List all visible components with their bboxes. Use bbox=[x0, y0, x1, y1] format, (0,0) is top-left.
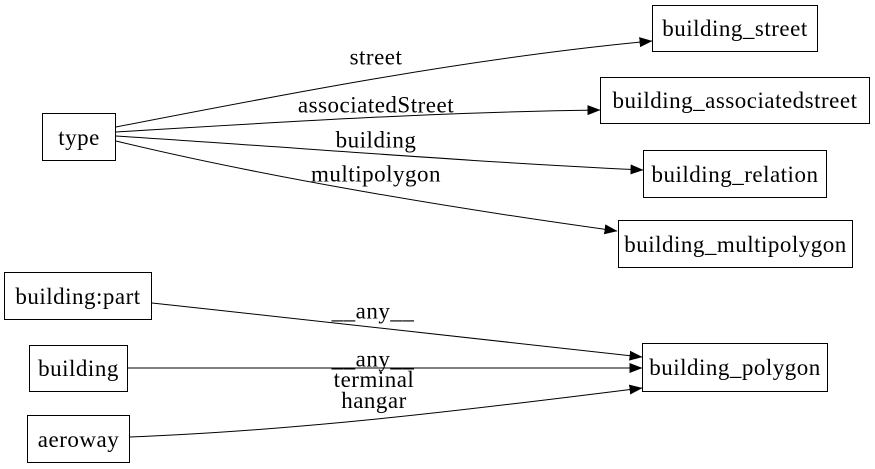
edge-label-any-1: __any__ bbox=[331, 298, 415, 324]
node-aeroway: aeroway bbox=[27, 415, 130, 463]
edge-type-building-street bbox=[115, 37, 653, 128]
edge-building-part-building-polygon bbox=[151, 302, 643, 361]
edge-type-building-multipolygon bbox=[115, 140, 618, 235]
node-building-part: building:part bbox=[4, 272, 152, 320]
node-building-multipolygon: building_multipolygon bbox=[618, 220, 853, 268]
node-aeroway-label: aeroway bbox=[37, 426, 120, 452]
node-type: type bbox=[42, 113, 116, 161]
node-building-associatedstreet-label: building_associatedstreet bbox=[612, 88, 858, 113]
edge-label-any-2: __any__ bbox=[331, 346, 415, 372]
node-building: building bbox=[29, 345, 128, 392]
edge-aeroway-building-polygon bbox=[129, 384, 643, 438]
node-building-part-label: building:part bbox=[15, 283, 141, 309]
edge-label-terminal-hangar: terminal hangar bbox=[333, 367, 415, 413]
node-building-label: building bbox=[38, 356, 119, 381]
node-building-street: building_street bbox=[652, 5, 818, 52]
node-type-label: type bbox=[58, 124, 100, 150]
edge-label-multipolygon: multipolygon bbox=[311, 161, 441, 187]
edge-type-building-associatedstreet bbox=[115, 105, 601, 133]
node-building-relation-label: building_relation bbox=[651, 161, 819, 187]
edge-label-street: street bbox=[349, 44, 403, 70]
node-building-associatedstreet: building_associatedstreet bbox=[600, 77, 870, 124]
node-building-polygon-label: building_polygon bbox=[649, 355, 821, 380]
edge-type-building-relation bbox=[115, 135, 644, 175]
edge-label-associatedstreet: associatedStreet bbox=[297, 92, 455, 118]
node-building-relation: building_relation bbox=[643, 150, 827, 198]
node-building-multipolygon-label: building_multipolygon bbox=[624, 231, 847, 257]
node-building-street-label: building_street bbox=[662, 16, 808, 41]
edge-label-building: building bbox=[335, 127, 417, 153]
node-building-polygon: building_polygon bbox=[642, 343, 828, 392]
